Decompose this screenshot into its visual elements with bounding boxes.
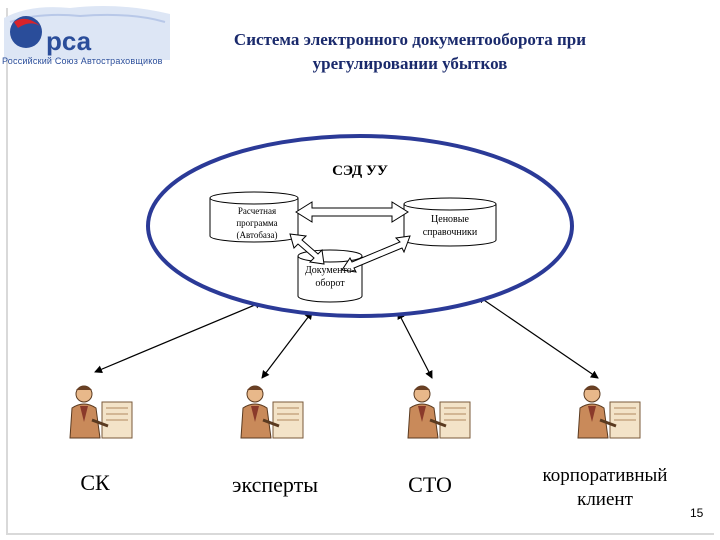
office-worker-icon: [62, 380, 140, 442]
logo-caption: Российский Союз Автостраховщиков: [2, 56, 163, 66]
party-label-sk: СК: [80, 470, 110, 495]
calc-program-line-2: программа: [236, 218, 278, 228]
office-worker-icon: [233, 380, 311, 442]
party-label-experts: эксперты: [232, 472, 318, 497]
party-label-corporate-client: корпоративный клиент: [525, 464, 685, 512]
rsa-logo-mark: рса: [4, 6, 170, 60]
office-worker-icon: [400, 380, 478, 442]
exchange-arrow-calc-price: [295, 201, 409, 223]
connector-sto: [397, 311, 433, 379]
party-label-sto: СТО: [408, 472, 452, 497]
price-references-line-1: Ценовые: [431, 214, 469, 225]
system-label: СЭД УУ: [332, 163, 388, 179]
document-flow-line-2: оборот: [315, 278, 345, 289]
price-references-database: [403, 197, 497, 247]
title-line-1: Система электронного документооборота пр…: [233, 30, 587, 49]
title-line-2: урегулировании убытков: [312, 54, 508, 73]
connector-experts: [261, 311, 313, 379]
document-flow-line-1: Документо-: [304, 265, 356, 276]
slide-frame-bottom: [6, 533, 714, 535]
system-boundary: [146, 134, 574, 318]
price-references-line-2: справочники: [422, 227, 478, 238]
calc-program-line-1: Расчетная: [237, 206, 277, 216]
svg-text:рса: рса: [46, 26, 92, 56]
party-label-corporate-line-1: корпоративный: [542, 465, 668, 486]
office-worker-icon: [570, 380, 648, 442]
price-references-label: Ценовые справочники: [405, 213, 495, 239]
connector-corporate: [477, 295, 599, 379]
party-label-corporate-line-2: клиент: [577, 489, 633, 510]
slide-frame-left: [6, 8, 8, 534]
calc-program-database: [209, 191, 299, 243]
page-number: 15: [690, 506, 704, 520]
calc-program-line-3: (Автобаза): [236, 230, 278, 240]
calc-program-label: Расчетная программа (Автобаза): [212, 205, 302, 241]
exchange-arrow-price-doc: [341, 235, 411, 273]
connector-sk: [94, 301, 263, 373]
page-title: Система электронного документооборота пр…: [180, 28, 640, 76]
document-flow-label: Документо- оборот: [298, 264, 362, 290]
rsa-logo: рса Российский Союз Автостраховщиков: [0, 0, 180, 78]
exchange-arrow-calc-doc: [289, 233, 325, 265]
